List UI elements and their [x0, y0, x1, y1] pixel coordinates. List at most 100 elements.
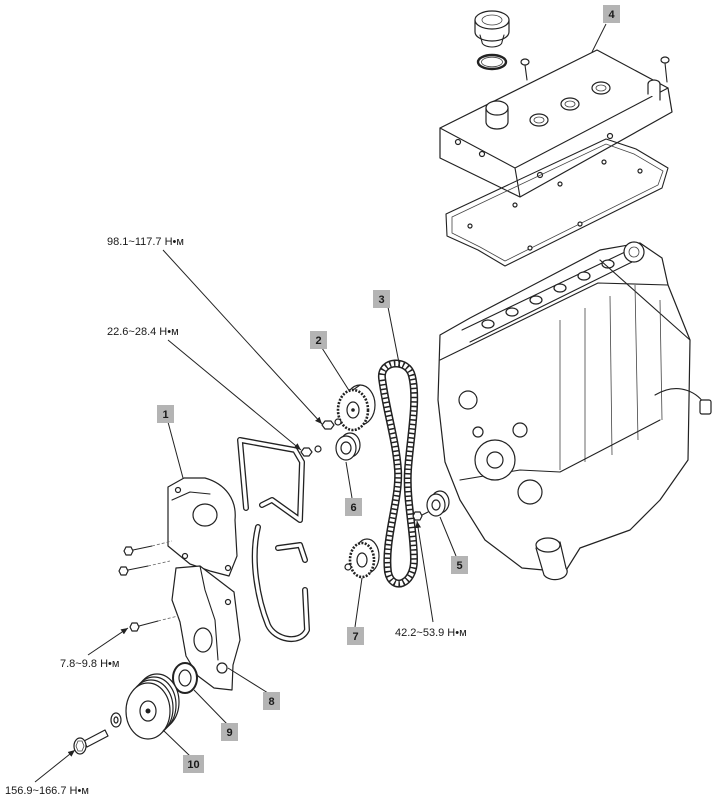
torque-leader-tensioner-bolt: [415, 520, 434, 623]
torque-leader-camshaft-bolt: [162, 249, 323, 425]
badge-number: 9: [226, 727, 232, 739]
callout-leader: [387, 306, 401, 369]
gasket-hole: [577, 221, 583, 227]
oil-cap-ridge: [481, 14, 503, 26]
front-boss: [517, 479, 543, 505]
badge-box: [345, 498, 362, 516]
bolt-hex-outline: [75, 740, 85, 752]
oil-cap-o-ring: [476, 53, 508, 71]
camshaft-sprocket: [336, 384, 376, 432]
bolt-shank: [524, 64, 528, 81]
timing-cover-seals: [237, 437, 310, 642]
crankshaft-sprocket: [344, 538, 380, 579]
valve-cover-gasket: [445, 138, 669, 267]
torque-leader-idler-bolt: [167, 339, 302, 451]
lower-cover-boss: [216, 662, 228, 674]
gasket-hole: [637, 168, 643, 174]
callout-leader: [227, 667, 269, 694]
tensioner-bolt: [412, 511, 429, 521]
oil-filter-top: [535, 537, 561, 553]
bolt-shank: [83, 729, 109, 748]
cam-lobe: [601, 259, 615, 269]
front-boss: [512, 422, 528, 438]
o-ring-outer: [476, 53, 508, 71]
valve-cover-bolt: [660, 56, 670, 83]
tensioner-hub: [431, 499, 441, 511]
crank-sprocket-hub: [356, 552, 368, 568]
cover-bolt-hole: [224, 564, 232, 572]
callout-leader: [345, 461, 353, 499]
torque-label: 98.1~117.7 Н•м: [107, 236, 184, 248]
head-deck-line: [439, 282, 669, 361]
valve-cover-outline: [439, 49, 673, 198]
idler-pulley-bolt: [300, 445, 322, 457]
idler-hub: [340, 441, 352, 455]
oil-pump-hub: [486, 451, 504, 469]
idler-pulley: [335, 432, 361, 461]
bolt-install-line: [147, 560, 171, 567]
cam-lobe: [481, 319, 495, 329]
tensioner-pulley: [426, 490, 450, 517]
bolt-hex-head: [118, 566, 129, 576]
gasket-hole: [527, 245, 533, 251]
badge-number: 10: [187, 759, 199, 771]
gasket-hole: [512, 202, 518, 208]
badge-number: 8: [268, 696, 274, 708]
front-boss: [472, 426, 484, 438]
badge-box: [157, 405, 174, 423]
callout-badge-10: 10: [183, 755, 204, 773]
lower-cover-bolt: [129, 615, 179, 632]
bolt-washer: [314, 445, 322, 453]
badge-box: [373, 290, 390, 308]
badge-number: 1: [162, 409, 168, 421]
cover-bolt-hole: [181, 552, 189, 560]
lower-cover-opening: [193, 627, 213, 653]
engine-block: [437, 241, 712, 581]
lower-timing-cover: [171, 565, 241, 691]
breather-pipe: [647, 79, 661, 101]
torque-label: 42.2~53.9 Н•м: [395, 627, 467, 639]
torque-label: 156.9~166.7 Н•м: [5, 785, 89, 797]
spark-plug-well: [560, 97, 580, 111]
valve-cover-bolt: [520, 58, 530, 81]
engine-outline: [437, 242, 691, 573]
cam-lobe: [577, 271, 591, 281]
spark-plug-well-inner: [533, 116, 545, 124]
bolt-hex-head: [123, 546, 134, 556]
crank-flange-plate: [172, 662, 198, 694]
cam-lobe: [529, 295, 543, 305]
upper-cover-bolt: [123, 540, 173, 556]
callout-badge-6: 6: [345, 498, 362, 516]
callout-leader: [167, 421, 184, 479]
spark-plug-well-inner: [564, 100, 576, 108]
gasket-hole: [467, 223, 473, 229]
crank-pulley-bolt: [73, 729, 109, 755]
bolt-hex-head: [300, 447, 313, 457]
valve-cover-edges: [439, 87, 669, 198]
sensor-connector: [699, 399, 712, 415]
bolt-shank: [127, 565, 149, 571]
callout-leader: [591, 23, 607, 53]
gasket-inner: [451, 143, 664, 262]
badge-number: 7: [352, 631, 358, 643]
callout-badge-3: 3: [373, 290, 390, 308]
sprocket-center: [351, 408, 355, 412]
spark-plug-well: [529, 113, 549, 127]
cover-bolt-boss: [454, 138, 462, 146]
bolt-hex-head: [129, 622, 140, 632]
bolt-hex-head: [412, 511, 423, 521]
timing-belt: [378, 359, 419, 588]
upper-cover-rib: [171, 491, 211, 501]
pulley-center: [145, 708, 151, 714]
exhaust-side-edge: [599, 259, 691, 341]
bolt-shank: [138, 620, 159, 627]
upper-seal-strip-inner: [238, 438, 304, 522]
cover-bolt-hole: [224, 598, 232, 606]
upper-cover-boss: [192, 503, 218, 527]
lower-seal-strip-inner: [253, 525, 309, 641]
badge-box: [347, 627, 364, 645]
cover-bolt-boss: [478, 150, 486, 158]
callout-badge-4: 4: [603, 5, 620, 23]
bolt-hex-head: [321, 420, 335, 430]
bolt-head: [660, 56, 670, 64]
